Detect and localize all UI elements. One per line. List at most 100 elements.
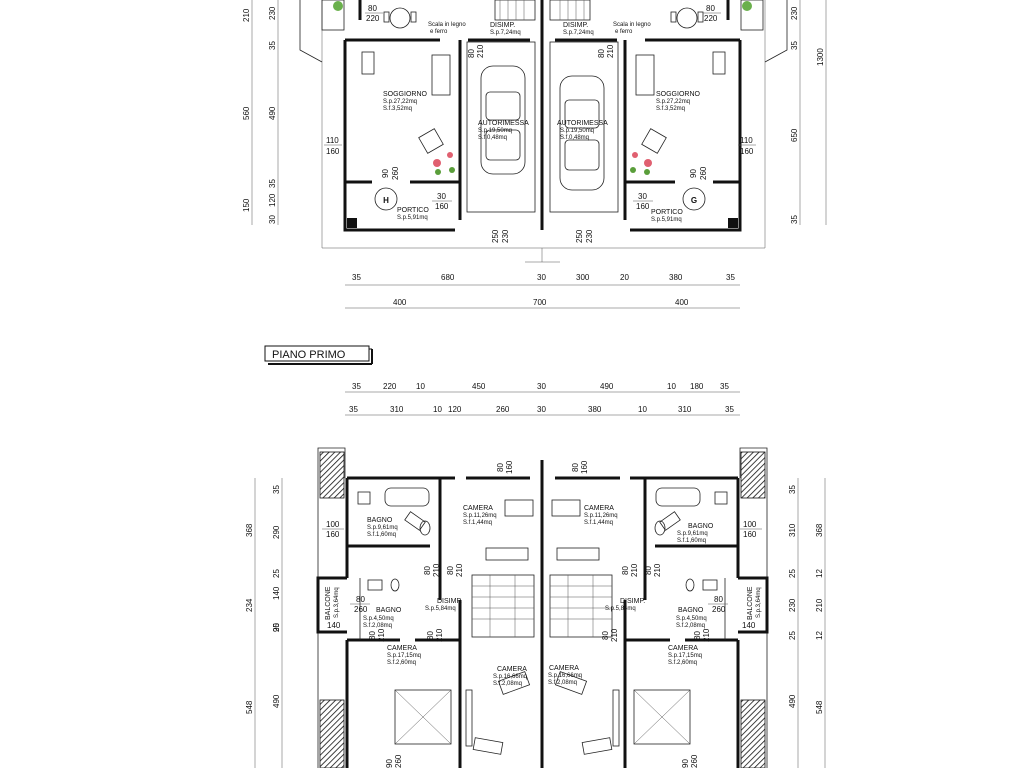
first-stairs-right	[549, 574, 613, 638]
svg-text:BAGNO: BAGNO	[376, 607, 402, 614]
svg-text:368: 368	[245, 523, 254, 537]
svg-text:Scala in legno: Scala in legno	[428, 22, 466, 28]
room-bagno-small-left: BAGNO S.p.4,50mq S.f.2,08mq	[363, 607, 402, 629]
first-stairs-left	[471, 574, 535, 638]
svg-text:100: 100	[326, 520, 340, 529]
svg-text:160: 160	[326, 147, 340, 156]
svg-text:140: 140	[742, 621, 756, 630]
svg-text:180: 180	[690, 382, 704, 391]
svg-text:S.f.2,08mq: S.f.2,08mq	[363, 623, 392, 629]
svg-text:DISIMP.: DISIMP.	[563, 22, 588, 29]
room-camera-top-left: CAMERA S.p.11,26mq S.f.1,44mq	[463, 505, 497, 526]
svg-text:650: 650	[790, 128, 799, 142]
ground-wall-right	[630, 40, 742, 232]
room-disimp-left: DISIMP. S.p.7,24mq	[490, 22, 521, 36]
room-bagno-big-right: BAGNO S.p.9,61mq S.f.1,60mq	[677, 523, 714, 544]
svg-text:548: 548	[245, 700, 254, 714]
svg-text:CAMERA: CAMERA	[387, 645, 417, 652]
ground-dims-bottom: 35 680 30 300 20 380 35 400 700 400	[345, 273, 740, 309]
svg-text:230: 230	[585, 229, 594, 243]
room-portico-right: PORTICO S.p.5,91mq	[651, 209, 683, 223]
svg-text:PORTICO: PORTICO	[397, 207, 429, 214]
room-soggiorno-right: SOGGIORNO S.p.27,22mq S.f.3,52mq	[656, 91, 701, 112]
svg-text:Scala in legno: Scala in legno	[613, 22, 651, 28]
svg-text:S.f.0,48mq: S.f.0,48mq	[560, 135, 589, 141]
dining-table-right-icon	[670, 7, 704, 29]
svg-text:S.f.2,08mq: S.f.2,08mq	[548, 680, 577, 686]
svg-text:310: 310	[788, 523, 797, 537]
svg-text:30: 30	[537, 273, 546, 282]
svg-text:368: 368	[815, 523, 824, 537]
svg-text:S.p.4,50mq: S.p.4,50mq	[676, 616, 707, 622]
room-soggiorno-left: SOGGIORNO S.p.27,22mq S.f.3,52mq	[383, 91, 428, 112]
svg-text:20: 20	[620, 273, 629, 282]
svg-text:210: 210	[653, 563, 662, 577]
svg-text:30: 30	[537, 382, 546, 391]
svg-text:25: 25	[272, 623, 281, 632]
svg-text:S.p.16,66mq: S.p.16,66mq	[548, 673, 582, 679]
svg-text:300: 300	[576, 273, 590, 282]
svg-text:260: 260	[712, 605, 726, 614]
svg-text:35: 35	[790, 215, 799, 224]
svg-text:S.p.3,64mq: S.p.3,64mq	[756, 587, 762, 618]
svg-text:G: G	[691, 196, 697, 205]
svg-text:S.p.4,50mq: S.p.4,50mq	[363, 616, 394, 622]
svg-text:CAMERA: CAMERA	[463, 505, 493, 512]
svg-text:10: 10	[638, 405, 647, 414]
svg-text:DISIMP.: DISIMP.	[490, 22, 515, 29]
first-dims-top: 35 220 10 450 30 490 10 180 35 35 310 10…	[345, 382, 740, 416]
svg-text:110: 110	[326, 136, 339, 145]
svg-text:120: 120	[268, 193, 277, 207]
svg-text:210: 210	[455, 563, 464, 577]
svg-text:210: 210	[610, 628, 619, 642]
svg-text:260: 260	[699, 166, 708, 180]
svg-text:80: 80	[621, 566, 630, 575]
svg-text:234: 234	[245, 598, 254, 612]
first-dims-right: 368 548 35 310 25 12 210 230 12 25 490	[788, 478, 826, 768]
svg-text:35: 35	[352, 273, 361, 282]
svg-text:210: 210	[815, 598, 824, 612]
first-floor-plan: 35 220 10 450 30 490 10 180 35 35 310 10…	[245, 382, 826, 768]
svg-text:80: 80	[423, 566, 432, 575]
svg-text:CAMERA: CAMERA	[497, 666, 527, 673]
stair-note-left: Scala in legno e ferro	[428, 22, 466, 35]
svg-text:490: 490	[268, 106, 277, 120]
svg-text:80: 80	[368, 631, 377, 640]
room-balcone-left: BALCONE S.p.3,64mq	[325, 586, 340, 620]
room-disimp-first-left: DISIMP. S.p.5,84mq	[425, 598, 462, 612]
svg-text:SOGGIORNO: SOGGIORNO	[383, 91, 428, 98]
svg-text:150: 150	[242, 198, 251, 212]
svg-text:210: 210	[435, 628, 444, 642]
svg-text:80: 80	[426, 631, 435, 640]
svg-text:100: 100	[743, 520, 757, 529]
ground-floor-plan: H G SOGGIORNO S.p.27,22mq S.f.3,52mq SOG…	[242, 0, 827, 309]
svg-text:S.p.5,84mq: S.p.5,84mq	[605, 606, 636, 612]
svg-text:80: 80	[693, 631, 702, 640]
svg-text:25: 25	[788, 631, 797, 640]
plant-icon	[742, 1, 752, 11]
room-autorimessa-right: AUTORIMESSA S.p.19,50mq S.f.0,48mq	[557, 120, 608, 141]
svg-text:560: 560	[242, 106, 251, 120]
svg-text:140: 140	[272, 586, 281, 600]
svg-text:25: 25	[272, 569, 281, 578]
bathtub-right-icon	[655, 487, 701, 507]
svg-text:S.p.5,84mq: S.p.5,84mq	[425, 606, 456, 612]
svg-text:210: 210	[476, 44, 485, 58]
car-left-icon	[480, 65, 526, 175]
svg-text:S.p.5,91mq: S.p.5,91mq	[397, 215, 428, 221]
first-dims-left: 368 234 548 35 290 25 140 25 90 490	[245, 478, 283, 768]
svg-text:220: 220	[366, 14, 380, 23]
svg-text:S.f.2,60mq: S.f.2,60mq	[387, 660, 416, 666]
room-camera-center-left: CAMERA S.p.16,66mq S.f.2,08mq	[493, 666, 527, 687]
stair-note-right: Scala in legno e ferro	[613, 22, 651, 35]
roof-tile-right	[740, 451, 766, 499]
svg-text:S.p.7,24mq: S.p.7,24mq	[490, 30, 521, 36]
plant-icon	[333, 1, 343, 11]
svg-text:80: 80	[601, 631, 610, 640]
room-camera-right: CAMERA S.p.17,15mq S.f.2,60mq	[668, 645, 702, 666]
svg-text:250: 250	[491, 229, 500, 243]
svg-text:210: 210	[606, 44, 615, 58]
svg-text:S.p.19,50mq: S.p.19,50mq	[560, 128, 594, 134]
planter-right	[740, 0, 764, 31]
svg-text:S.f.2,08mq: S.f.2,08mq	[493, 681, 522, 687]
